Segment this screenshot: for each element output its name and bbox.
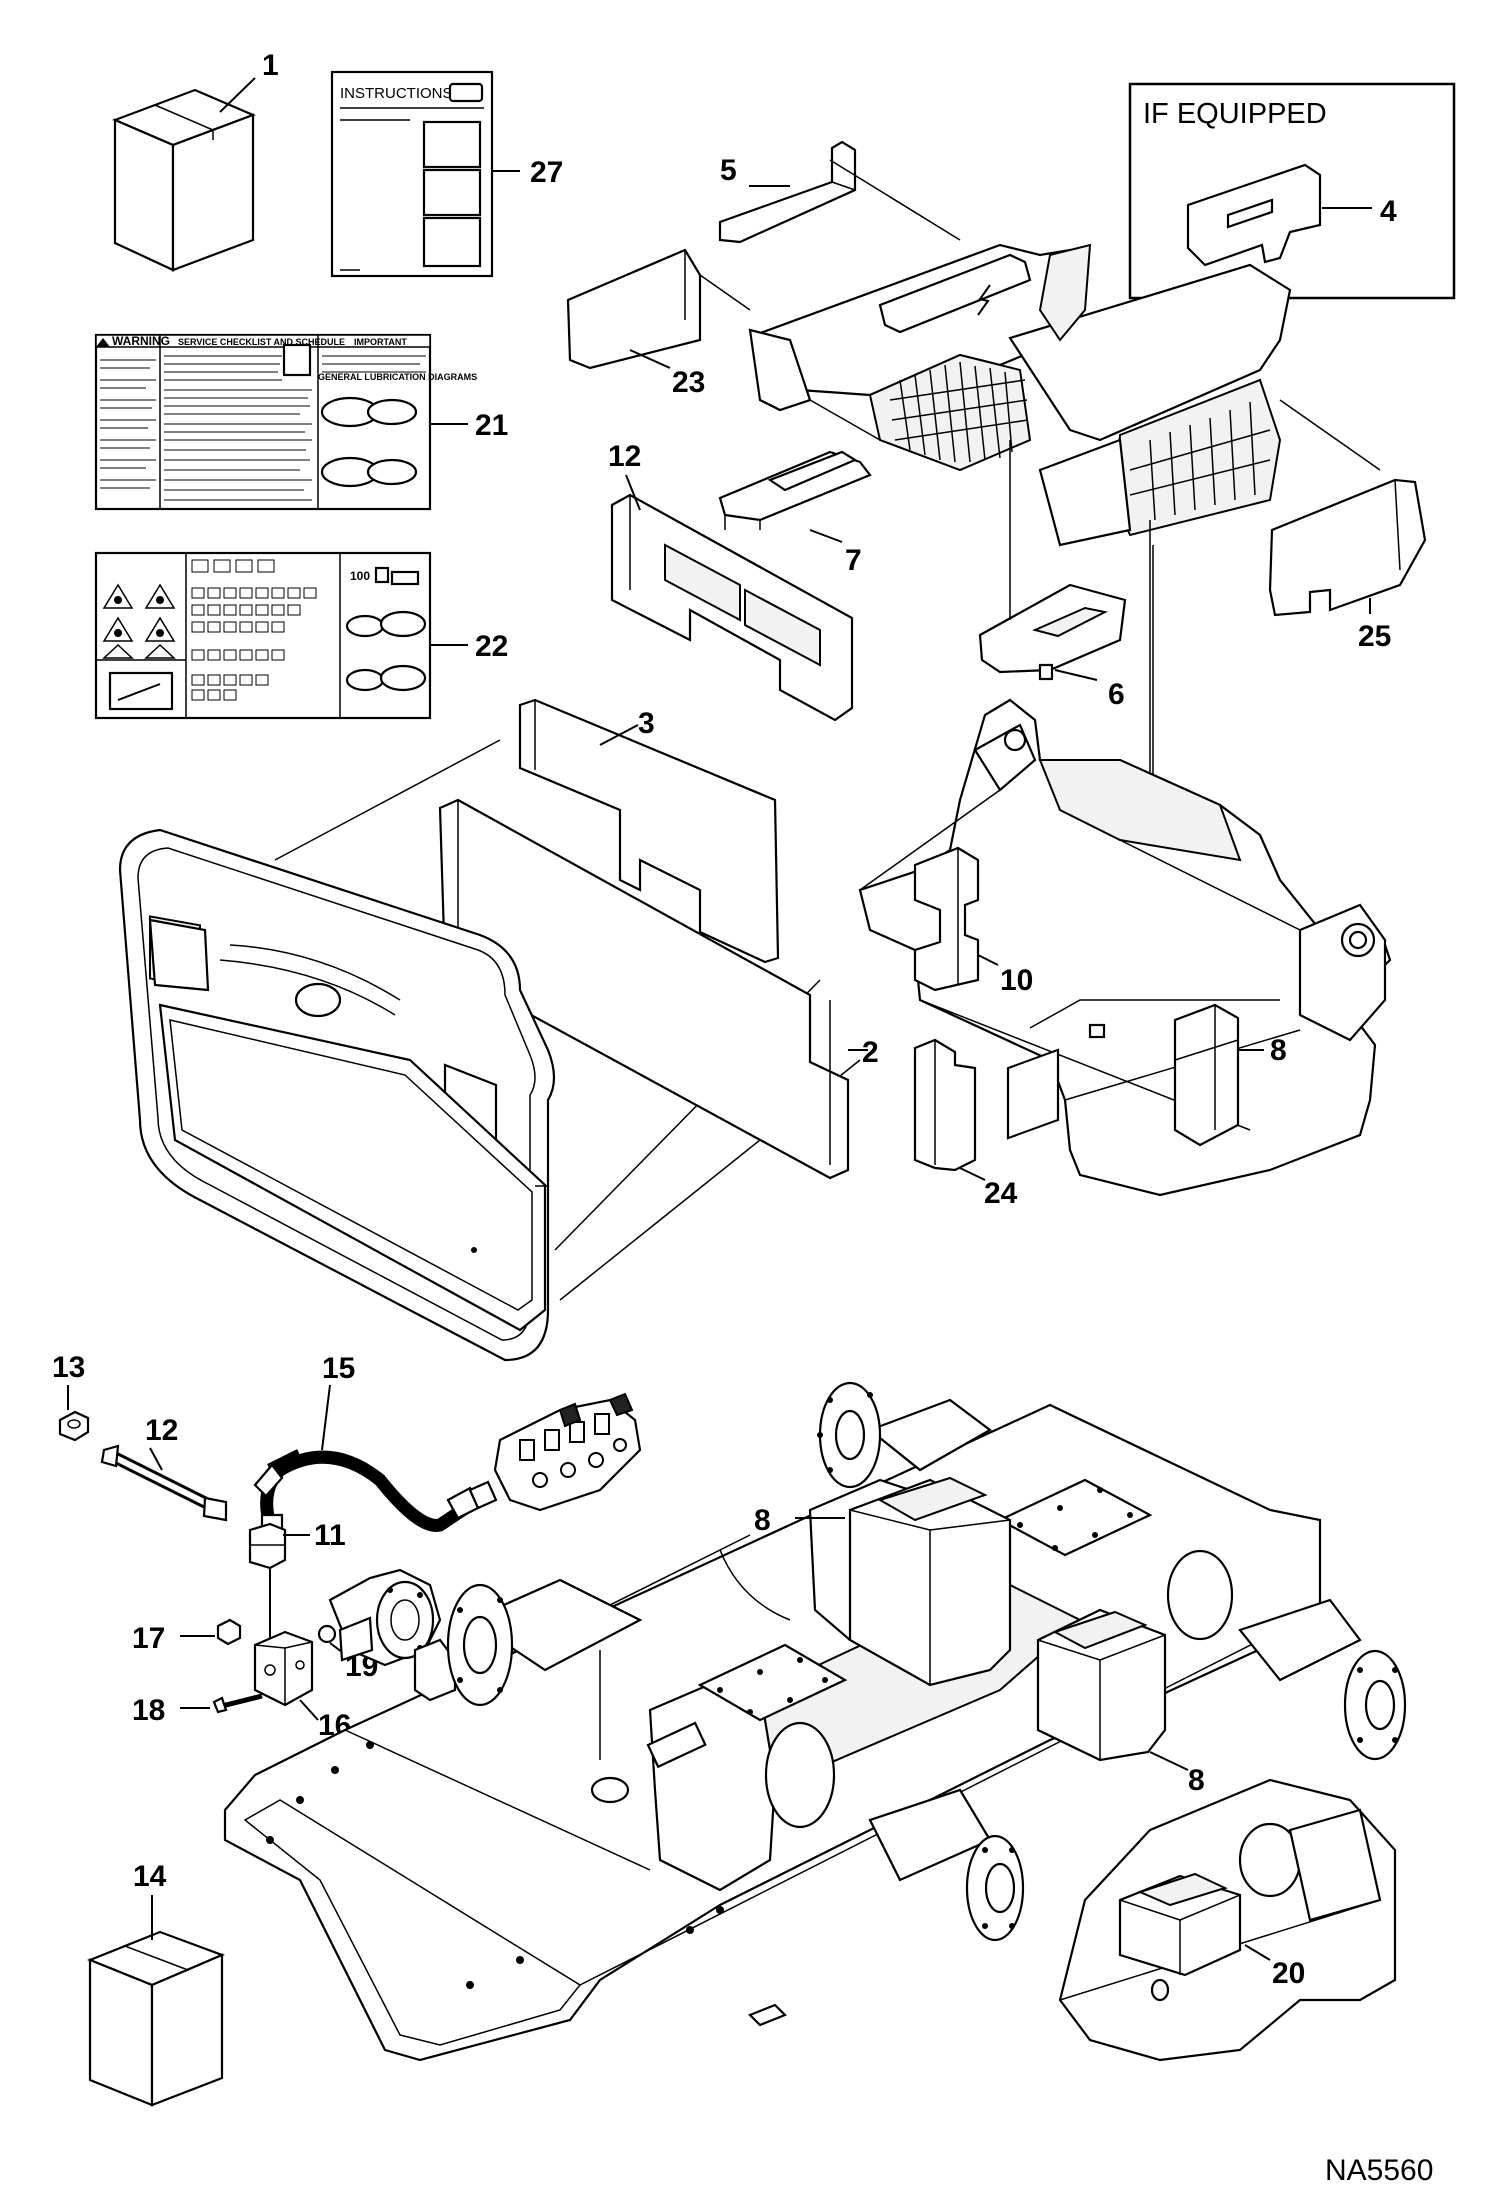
callout-11: 12 <box>608 440 641 473</box>
warning-title: WARNING <box>112 334 170 348</box>
callout-10: 10 <box>1000 964 1033 997</box>
part-5-pad <box>718 140 857 244</box>
part-26-pad <box>1268 478 1427 617</box>
part-25-block <box>913 1038 986 1181</box>
callout-4: 4 <box>1380 195 1397 228</box>
part-20-oring <box>317 1624 343 1653</box>
callout-22: 21 <box>475 409 508 442</box>
callout-12: 11 <box>314 1519 346 1552</box>
part-17-block <box>253 1630 319 1721</box>
callout-19: 18 <box>132 1694 165 1727</box>
callout-2: 2 <box>862 1036 879 1069</box>
part-13-hose <box>100 1444 228 1522</box>
decal23-value: 100 <box>350 569 370 583</box>
callout-14: 13 <box>52 1351 85 1384</box>
part-8-block-left <box>795 1476 1012 1687</box>
part-7-pad <box>718 450 872 543</box>
part-1-box <box>112 77 256 272</box>
callout-21: 20 <box>1272 1957 1305 1990</box>
lubrication-title: GENERAL LUBRICATION DIAGRAMS <box>318 372 477 382</box>
gear-pump <box>328 1568 442 1667</box>
callout-24: 23 <box>672 366 705 399</box>
callout-5: 5 <box>720 154 737 187</box>
callout-16: 15 <box>322 1352 355 1385</box>
callout-9: 8 <box>1270 1034 1287 1067</box>
callout-18: 17 <box>132 1622 165 1655</box>
part-24-pad <box>566 248 702 370</box>
door-panel <box>118 828 556 1362</box>
part-10-block <box>913 846 999 992</box>
part-27-instructions-sheet: INSTRUCTIONS <box>330 70 520 278</box>
cab-floor-assembly <box>748 243 1292 547</box>
callout-15: 14 <box>133 1860 167 1893</box>
checklist-title: SERVICE CHECKLIST AND SCHEDULE <box>178 337 345 347</box>
part-14-nut <box>58 1385 90 1442</box>
part-4-cover <box>1186 163 1322 267</box>
callout-26: 25 <box>1358 620 1391 653</box>
front-right-axle <box>764 1721 1025 1942</box>
part-18-plug <box>180 1618 242 1646</box>
if-equipped-label: IF EQUIPPED <box>1143 98 1327 130</box>
part-21-block <box>1118 1872 1271 1977</box>
part-6-pad <box>978 583 1127 681</box>
part-11-pad <box>610 474 854 722</box>
callout-7: 7 <box>845 544 862 577</box>
figure-id: NA5560 <box>1325 2154 1433 2187</box>
callout-23: 22 <box>475 630 508 663</box>
part-15-box <box>87 1895 225 2107</box>
rear-right-axle <box>1166 1549 1407 1761</box>
part-3-pad <box>518 698 780 964</box>
instructions-title: INSTRUCTIONS <box>340 85 453 102</box>
callout-13: 12 <box>145 1414 178 1447</box>
front-left-axle <box>446 1578 643 1707</box>
part-23-safety-decal: 100 <box>94 551 468 720</box>
part-22-service-decal: WARNING SERVICE CHECKLIST AND SCHEDULE I… <box>94 333 477 511</box>
rear-left-axle <box>817 1381 992 1489</box>
callout-8-lower: 8 <box>1188 1764 1205 1797</box>
valve-block <box>493 1392 642 1512</box>
part-9-block <box>1173 1003 1264 1147</box>
callout-27: 27 <box>530 156 563 189</box>
if-equipped-group: IF EQUIPPED <box>1128 82 1456 300</box>
part-16-hose <box>253 1384 498 1537</box>
part-19-bolt <box>180 1693 263 1714</box>
part-12-fitting <box>248 1522 310 1570</box>
important-title: IMPORTANT <box>354 337 407 347</box>
callout-1: 1 <box>262 49 279 82</box>
part-8-block-right <box>1036 1608 1189 1771</box>
upper-frame <box>858 698 1392 1197</box>
chassis-cover-plates <box>697 1478 1153 1722</box>
callout-6: 6 <box>1108 678 1125 711</box>
callout-8-upper: 8 <box>754 1504 771 1537</box>
callout-3: 3 <box>638 707 655 740</box>
callout-25: 24 <box>984 1177 1018 1210</box>
